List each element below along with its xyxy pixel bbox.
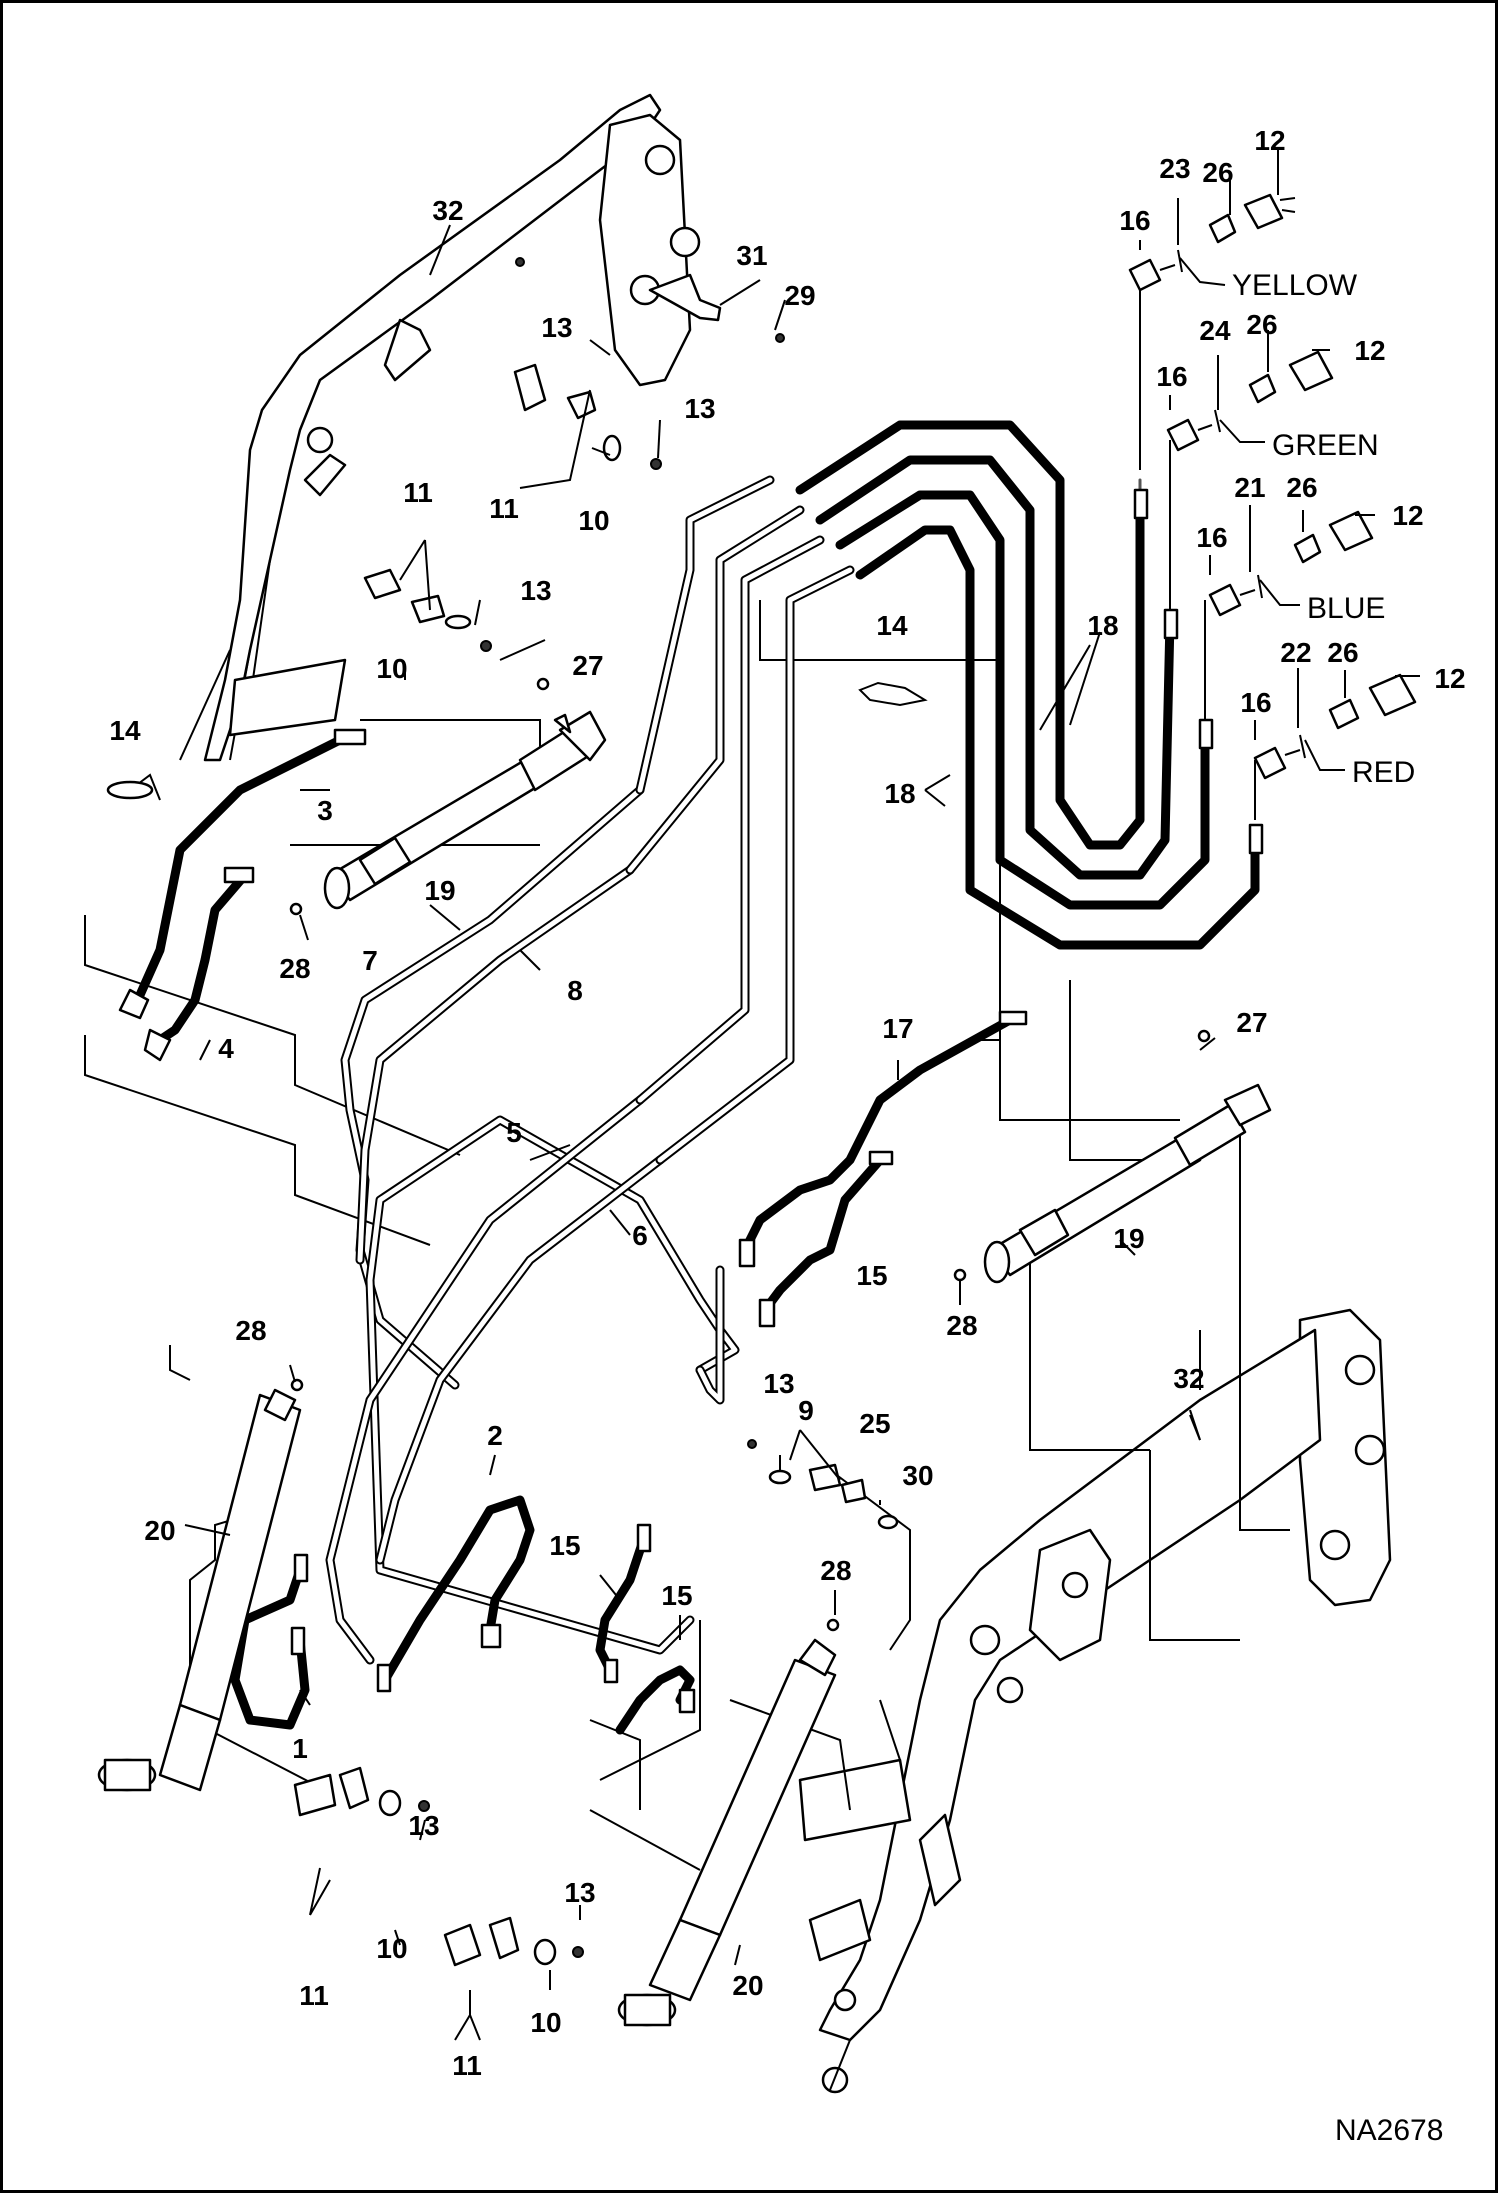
callout-13: 13 — [684, 393, 715, 424]
hoses-lower — [230, 1495, 701, 1781]
callout-14: 14 — [876, 610, 908, 641]
callout-labels: 1 2 3 4 5 6 7 8 9 10 10 10 10 11 11 11 1… — [109, 125, 1465, 2147]
callout-20: 20 — [732, 1970, 763, 2001]
callout-9: 9 — [798, 1395, 814, 1426]
callout-26: 26 — [1202, 157, 1233, 188]
cylinder-20-right — [617, 1618, 840, 2027]
coupler-row-red — [1253, 673, 1417, 780]
callout-5: 5 — [506, 1117, 522, 1148]
callout-10: 10 — [376, 1933, 407, 1964]
callout-13: 13 — [541, 312, 572, 343]
callout-16: 16 — [1119, 205, 1150, 236]
couplers — [1128, 193, 1417, 780]
callout-11: 11 — [452, 2050, 482, 2081]
callout-10: 10 — [376, 653, 407, 684]
callout-16: 16 — [1196, 522, 1227, 553]
callout-13: 13 — [520, 575, 551, 606]
callout-26: 26 — [1327, 637, 1358, 668]
callout-18: 18 — [1087, 610, 1118, 641]
callout-13: 13 — [408, 1810, 439, 1841]
coupler-row-yellow — [1128, 193, 1296, 292]
callout-12: 12 — [1254, 125, 1285, 156]
callout-7: 7 — [362, 945, 378, 976]
callout-12: 12 — [1392, 500, 1423, 531]
callout-27: 27 — [572, 650, 603, 681]
callout-16: 16 — [1240, 687, 1271, 718]
callout-26: 26 — [1286, 472, 1317, 503]
callout-17: 17 — [882, 1013, 913, 1044]
callout-14: 14 — [109, 715, 141, 746]
lift-arm-right — [798, 1308, 1392, 2094]
cylinder-19-left — [289, 677, 607, 916]
color-label-green: GREEN — [1272, 429, 1379, 462]
callout-28: 28 — [235, 1315, 266, 1346]
callout-27: 27 — [1236, 1007, 1267, 1038]
color-label-yellow: YELLOW — [1232, 269, 1358, 302]
callout-30: 30 — [902, 1460, 933, 1491]
callout-20: 20 — [144, 1515, 175, 1546]
lift-arm-left — [179, 93, 701, 762]
callout-2: 2 — [487, 1420, 503, 1451]
callout-16: 16 — [1156, 361, 1187, 392]
callout-15: 15 — [856, 1260, 887, 1291]
callout-28: 28 — [820, 1555, 851, 1586]
callout-8: 8 — [567, 975, 583, 1006]
callout-31: 31 — [736, 240, 767, 271]
callout-13: 13 — [564, 1877, 595, 1908]
cylinder-20-left — [97, 1378, 304, 1792]
callout-19: 19 — [1113, 1223, 1144, 1254]
callout-18: 18 — [884, 778, 915, 809]
callout-25: 25 — [859, 1408, 890, 1439]
callout-26: 26 — [1246, 309, 1277, 340]
callout-12: 12 — [1434, 663, 1465, 694]
callout-19: 19 — [424, 875, 455, 906]
callout-10: 10 — [578, 505, 609, 536]
hoses-3-4 — [106, 728, 367, 1062]
leader-lines — [184, 148, 1420, 2041]
callout-24: 24 — [1199, 315, 1231, 346]
cylinder-19-right — [953, 1029, 1272, 1284]
callout-11: 11 — [403, 477, 433, 508]
callout-21: 21 — [1234, 472, 1265, 503]
hoses-17-15-mid — [738, 1010, 1028, 1328]
callout-1: 1 — [292, 1733, 308, 1764]
hoses-18 — [795, 285, 1264, 950]
small-parts — [293, 257, 928, 1967]
drawing-code: NA2678 — [1335, 2114, 1443, 2147]
callout-10: 10 — [530, 2007, 561, 2038]
callout-28: 28 — [946, 1310, 977, 1341]
callout-3: 3 — [317, 795, 333, 826]
callout-12: 12 — [1354, 335, 1385, 366]
callout-13: 13 — [763, 1368, 794, 1399]
color-label-blue: BLUE — [1307, 592, 1385, 625]
steel-tubes — [325, 475, 855, 1665]
callout-28: 28 — [279, 953, 310, 984]
callout-32: 32 — [432, 195, 463, 226]
coupler-row-green — [1166, 350, 1334, 452]
callout-29: 29 — [784, 280, 815, 311]
coupler-row-blue — [1208, 510, 1374, 617]
callout-32: 32 — [1173, 1363, 1204, 1394]
callout-15: 15 — [549, 1530, 580, 1561]
callout-6: 6 — [632, 1220, 648, 1251]
callout-15: 15 — [661, 1580, 692, 1611]
callout-11: 11 — [489, 493, 519, 524]
callout-23: 23 — [1159, 153, 1190, 184]
callout-22: 22 — [1280, 637, 1311, 668]
color-label-red: RED — [1352, 756, 1415, 789]
callout-11: 11 — [299, 1980, 329, 2011]
callout-4: 4 — [218, 1033, 234, 1064]
